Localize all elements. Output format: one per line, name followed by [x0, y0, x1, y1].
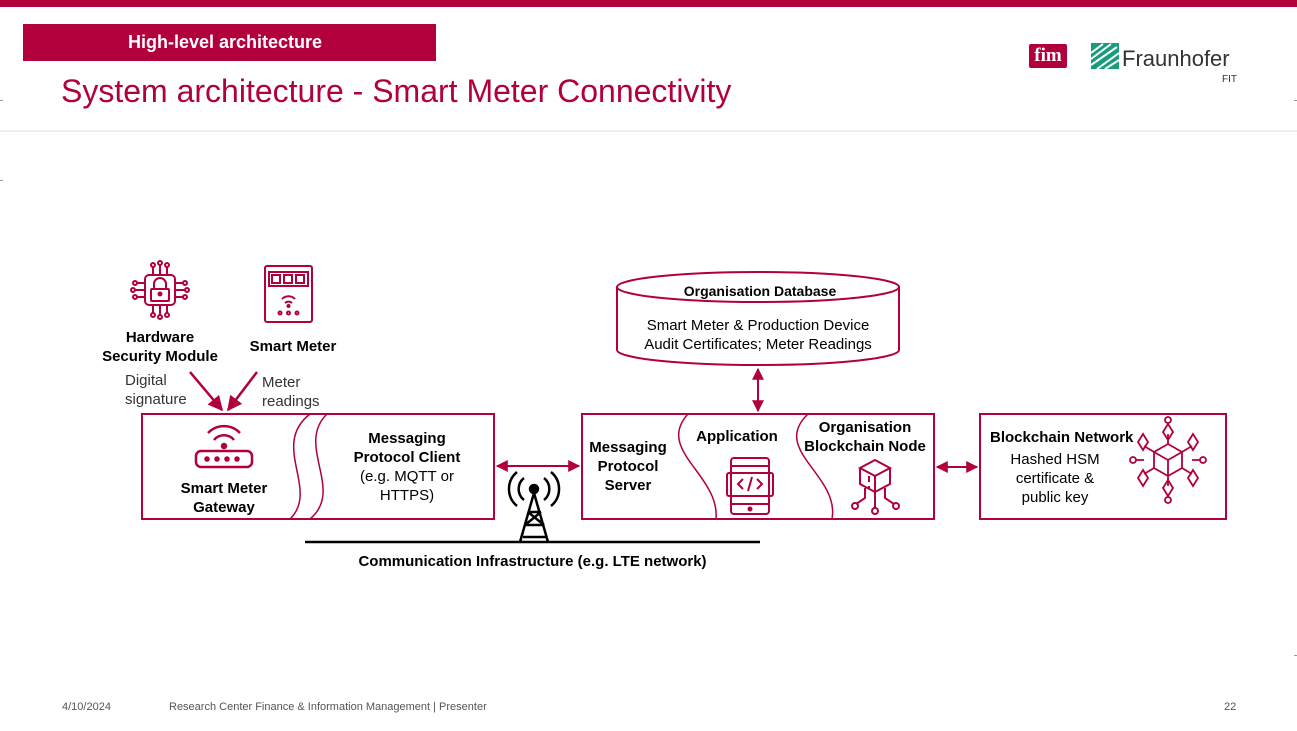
fraunhofer-name: Fraunhofer: [1122, 46, 1230, 71]
readings-arrow: [227, 371, 258, 412]
application-label: Application: [696, 428, 778, 445]
title-divider: [0, 130, 1297, 132]
signature-arrow: [189, 371, 223, 412]
blockchain-network-title: Blockchain Network: [990, 429, 1134, 446]
client-title: Messaging Protocol Client: [353, 430, 461, 466]
gateway-label: Smart Meter Gateway: [180, 480, 268, 516]
blockchain-network-box: [979, 413, 1227, 520]
chip-lock-icon: [130, 260, 190, 320]
section-label: High-level architecture: [128, 32, 323, 52]
footer-center: Research Center Finance & Information Ma…: [169, 701, 487, 713]
blockchain-network-icon: [1129, 416, 1207, 504]
blockchain-node-label: Organisation Blockchain Node: [804, 419, 926, 455]
radio-tower-icon: [507, 471, 561, 543]
edge-tick: [0, 180, 3, 181]
digital-signature-note: Digital signature: [125, 372, 187, 408]
footer-page-number: 22: [1224, 701, 1237, 713]
infrastructure-label: Communication Infrastructure (e.g. LTE n…: [358, 553, 707, 570]
blockchain-node-icon: [851, 458, 900, 515]
gateway-divider: [289, 413, 328, 520]
section-tab: High-level architecture: [23, 24, 436, 61]
blockchain-network-detail: Hashed HSM certificate & public key: [1010, 451, 1100, 506]
server-label: Messaging Protocol Server: [589, 439, 667, 494]
footer-date: 4/10/2024: [62, 701, 111, 713]
router-icon: [194, 424, 254, 469]
server-dividers: [678, 413, 834, 520]
fim-logo: fim: [1029, 44, 1067, 68]
database-title: Organisation Database: [683, 283, 837, 299]
edge-tick: [1294, 655, 1297, 656]
fraunhofer-logo-icon: [1091, 43, 1119, 69]
page-title: System architecture - Smart Meter Connec…: [61, 73, 732, 109]
edge-tick: [1294, 100, 1297, 101]
meter-readings-note: Meter readings: [262, 374, 320, 410]
database-cylinder: [616, 271, 900, 366]
fraunhofer-sub: FIT: [1222, 74, 1237, 85]
smart-meter-icon: [264, 265, 313, 323]
client-detail: (e.g. MQTT or HTTPS): [360, 468, 454, 504]
hsm-label: Hardware Security Module: [102, 329, 218, 365]
database-detail: Smart Meter & Production Device Audit Ce…: [644, 317, 872, 353]
top-accent-bar: [0, 0, 1297, 7]
smart-meter-label: Smart Meter: [249, 338, 337, 355]
edge-tick: [0, 100, 3, 101]
app-code-icon: [726, 457, 774, 515]
